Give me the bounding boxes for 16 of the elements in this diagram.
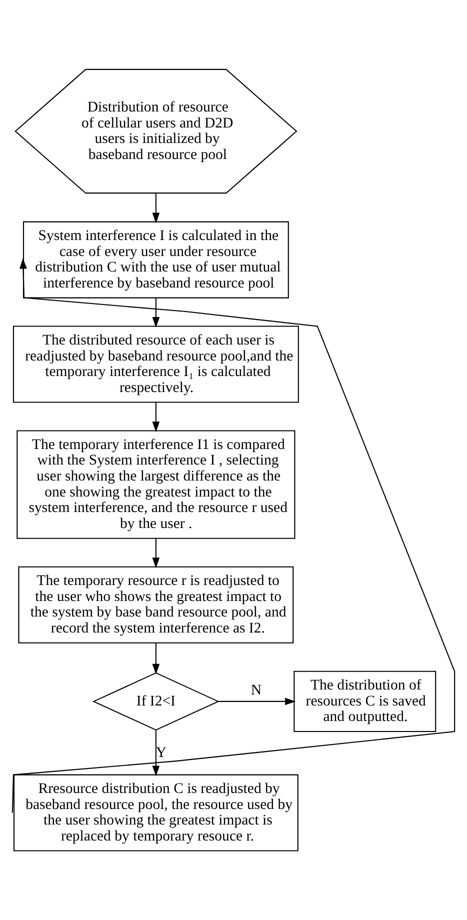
node-box: The distribution of resources C is saved and outputted. xyxy=(294,670,436,732)
arrow xyxy=(152,730,160,776)
node-box: The distributed resource of each user is readjusted by baseband resource pool,and the temporary interference I₁ is calculated respectively. xyxy=(12,326,299,403)
arrow xyxy=(152,643,160,674)
node-box: System interference I is calculated in the case of every user under resource distribution C with the use of user mutual interference by baseband resource pool xyxy=(22,221,289,298)
node-box: The temporary resource r is readjusted to the user who shows the greatest impact to the system by base band resource pool, and record the system interference as I2. xyxy=(18,566,294,644)
node-diamond: If I2<I xyxy=(92,672,220,731)
node-box: The temporary interference I1 is compared with the System interference I , selecting user showing the largest difference as the one showing the greatest impact to the system interference, and the resource r used by the user . xyxy=(16,430,296,539)
arrow xyxy=(152,538,160,568)
arrow xyxy=(152,193,160,224)
arrow xyxy=(152,402,160,432)
edge-label: N xyxy=(250,682,262,698)
arrow xyxy=(218,698,296,706)
node-box: Rresource distribution C is readjusted by baseband resource pool, the resource used by the user showing the greatest impact is replaced by temporary resouce r. xyxy=(13,774,298,852)
arrow xyxy=(12,258,456,813)
arrow xyxy=(152,298,160,328)
